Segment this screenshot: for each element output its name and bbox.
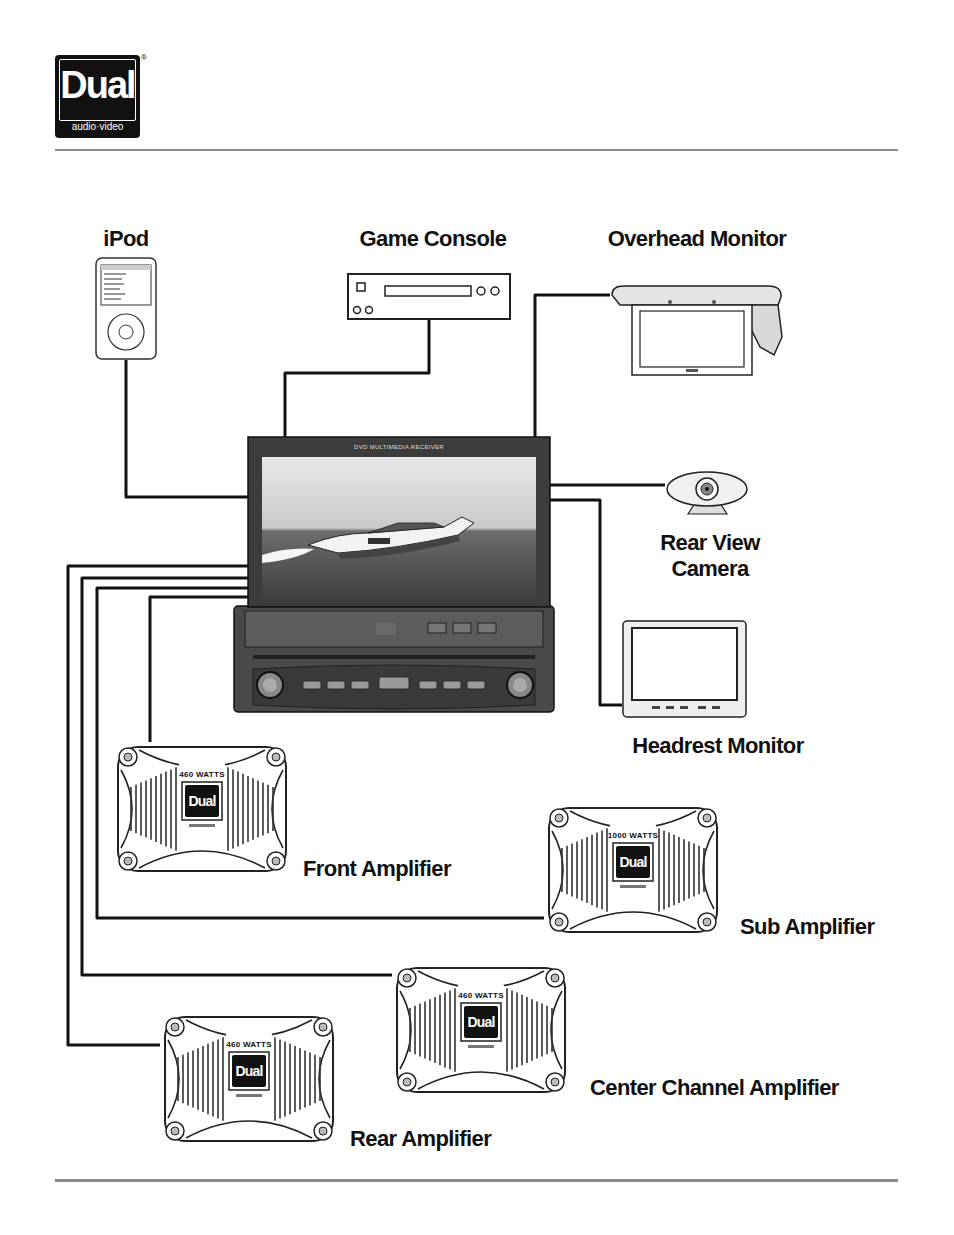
device-label: Front Amplifier [303, 856, 451, 882]
power-rating: 1000 WATTS [608, 831, 658, 841]
device-label: Rear View Camera [651, 530, 769, 582]
logo-subtitle: audio·video [55, 121, 140, 133]
device-label: Headrest Monitor [632, 733, 803, 759]
head-unit-screen [248, 437, 550, 607]
game-console-illustration [347, 273, 511, 320]
amplifier-unit: 1000 WATTSDualSub Amplifier [544, 803, 722, 937]
cable-connector [535, 295, 610, 437]
device-label: Center Channel Amplifier [590, 1075, 839, 1101]
amplifier-illustration [160, 1012, 338, 1146]
header-rule [55, 149, 898, 151]
cable-connector [285, 320, 429, 437]
amplifier-illustration [544, 803, 722, 937]
model-caption: DVD MULTIMEDIA RECEIVER [354, 443, 444, 451]
cable-connector [550, 484, 665, 487]
logo-wordmark: Dual [55, 61, 140, 109]
device-label: Overhead Monitor [608, 226, 787, 252]
registered-mark: ® [141, 53, 147, 62]
ipod-illustration [95, 257, 157, 360]
cable-connector [126, 360, 248, 497]
camera-device: Rear View Camera [665, 470, 750, 515]
brand-badge: Dual [188, 793, 215, 809]
footer-rule [55, 1179, 898, 1182]
brand-badge: Dual [619, 854, 646, 870]
device-label: iPod [103, 226, 148, 252]
game-console-device: Game Console [347, 273, 511, 320]
power-rating: 460 WATTS [226, 1040, 272, 1050]
cable-connector [550, 500, 622, 705]
overhead-monitor-device: Overhead Monitor [610, 285, 783, 377]
device-label: Sub Amplifier [740, 914, 874, 940]
power-rating: 460 WATTS [458, 991, 504, 1001]
amplifier-illustration [392, 963, 570, 1097]
device-label: Game Console [360, 226, 507, 252]
brand-badge: Dual [235, 1063, 262, 1079]
head-unit: DVD MULTIMEDIA RECEIVER [248, 437, 550, 607]
amplifier-illustration [113, 742, 291, 876]
device-label: Rear Amplifier [350, 1126, 491, 1152]
amplifier-unit: 460 WATTSDualCenter Channel Amplifier [392, 963, 570, 1097]
overhead-monitor-illustration [610, 285, 783, 377]
amplifier-unit: 460 WATTSDualRear Amplifier [160, 1012, 338, 1146]
headrest-monitor-device: Headrest Monitor [622, 620, 747, 718]
camera-illustration [665, 470, 750, 515]
head-unit-faceplate [233, 605, 555, 713]
amplifier-unit: 460 WATTSDualFront Amplifier [113, 742, 291, 876]
headrest-monitor-illustration [622, 620, 747, 718]
power-rating: 460 WATTS [179, 770, 225, 780]
cable-connector [97, 588, 544, 918]
brand-badge: Dual [467, 1014, 494, 1030]
ipod-device: iPod [95, 257, 157, 360]
